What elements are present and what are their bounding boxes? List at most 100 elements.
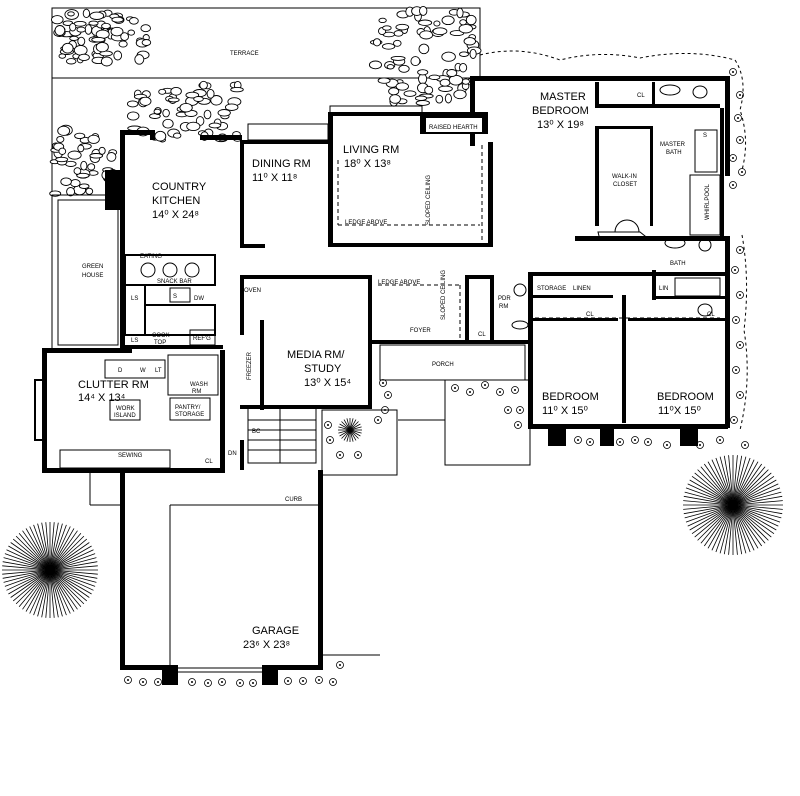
tree-ray xyxy=(3,557,51,571)
shrub xyxy=(204,679,212,687)
tree-ray xyxy=(349,429,357,441)
shrub-center xyxy=(329,439,331,441)
paving-stone xyxy=(87,134,100,144)
tree-ray xyxy=(732,469,769,506)
paving-stone xyxy=(120,32,129,41)
paving-stone xyxy=(446,69,458,77)
paving-stone xyxy=(435,94,444,104)
shrub xyxy=(736,291,744,299)
shrub xyxy=(188,678,196,686)
shrub-center xyxy=(339,664,341,666)
tree-ray xyxy=(349,418,354,431)
tree-ray xyxy=(41,569,51,618)
paving-stone xyxy=(381,43,396,50)
paving-stone xyxy=(95,41,109,53)
pdr-rm-label-2: RM xyxy=(499,304,508,310)
shrub xyxy=(481,381,489,389)
tree-ray xyxy=(37,569,51,617)
paving-stone xyxy=(69,22,77,32)
tree-ray xyxy=(49,569,63,617)
shrub xyxy=(736,136,744,144)
paving-stone xyxy=(76,172,90,179)
tree-ray xyxy=(49,569,82,608)
tree-ray xyxy=(49,538,88,571)
master-bedroom-label: MASTER xyxy=(540,91,586,103)
tree-ray xyxy=(49,569,96,587)
garage-label: GARAGE xyxy=(252,625,299,637)
tree-ray xyxy=(349,421,359,431)
paving-stone xyxy=(167,97,180,103)
fixtures xyxy=(34,84,721,673)
shrub xyxy=(496,388,504,396)
shrub-center xyxy=(382,382,384,384)
master-bedroom-dims: 13⁰ X 19⁸ xyxy=(537,119,584,131)
tree-ray xyxy=(684,491,734,506)
tree-ray xyxy=(8,545,51,571)
paving-stone xyxy=(127,29,135,36)
tree-ray xyxy=(49,569,97,583)
linen-label: LINEN xyxy=(573,286,591,292)
landscaping xyxy=(2,68,783,687)
garage-dims: 23⁶ X 23⁸ xyxy=(243,639,290,651)
cl-label-5: CL xyxy=(205,459,213,465)
shrub-center xyxy=(737,117,739,119)
paving-stone xyxy=(60,177,72,186)
paving-stone xyxy=(98,146,106,155)
cook-top-label-2: TOP xyxy=(154,340,166,346)
tree-ray xyxy=(684,504,734,519)
shrub-center xyxy=(484,384,486,386)
tree-ray xyxy=(343,419,351,431)
shrub-center xyxy=(142,681,144,683)
tree-ray xyxy=(683,500,734,506)
shrub xyxy=(336,661,344,669)
dw-label: DW xyxy=(194,296,204,302)
tree-ray xyxy=(12,569,51,602)
paving-stone xyxy=(100,56,113,67)
tree-ray xyxy=(49,524,67,571)
tree-ray xyxy=(49,522,55,571)
tree-ray xyxy=(711,459,734,506)
paving-stone xyxy=(459,19,467,26)
shrub-center xyxy=(735,369,737,371)
tree-ray xyxy=(346,429,351,442)
shrub-center xyxy=(647,441,649,443)
paving-stone xyxy=(58,53,67,59)
paving-stone xyxy=(424,85,434,95)
paving-stone xyxy=(395,23,410,31)
shrub-center xyxy=(719,439,721,441)
paving-stone xyxy=(395,82,409,91)
shrub xyxy=(729,154,737,162)
paving-stone xyxy=(113,50,123,61)
shrub xyxy=(511,386,519,394)
paving-stone xyxy=(459,62,468,73)
paving-stone xyxy=(415,100,430,106)
paving-stone xyxy=(419,30,434,40)
paving-stone xyxy=(453,89,467,100)
tree-ray xyxy=(685,504,734,523)
paving-stone xyxy=(389,94,401,104)
tree-ray xyxy=(4,569,51,587)
paving-stone xyxy=(76,26,86,33)
terrace-paving xyxy=(49,5,482,197)
tree-ray xyxy=(683,504,734,510)
shrub-center xyxy=(741,171,743,173)
planting-strip xyxy=(479,50,748,431)
tree-ray xyxy=(707,504,734,549)
shrub xyxy=(329,678,337,686)
shrub xyxy=(738,168,746,176)
shrub xyxy=(736,246,744,254)
wash-rm-label-2: RM xyxy=(192,389,201,395)
tree-ray xyxy=(694,472,734,506)
shrub xyxy=(729,68,737,76)
paving-stone xyxy=(458,23,473,34)
tree-ray xyxy=(349,429,359,439)
shrub xyxy=(574,436,582,444)
raised-hearth-label: RAISED HEARTH xyxy=(429,125,478,131)
paving-stone xyxy=(65,58,77,65)
shrub xyxy=(631,436,639,444)
tree-ray xyxy=(715,457,734,506)
paving-stone xyxy=(210,95,223,106)
tree-ray xyxy=(349,423,361,431)
